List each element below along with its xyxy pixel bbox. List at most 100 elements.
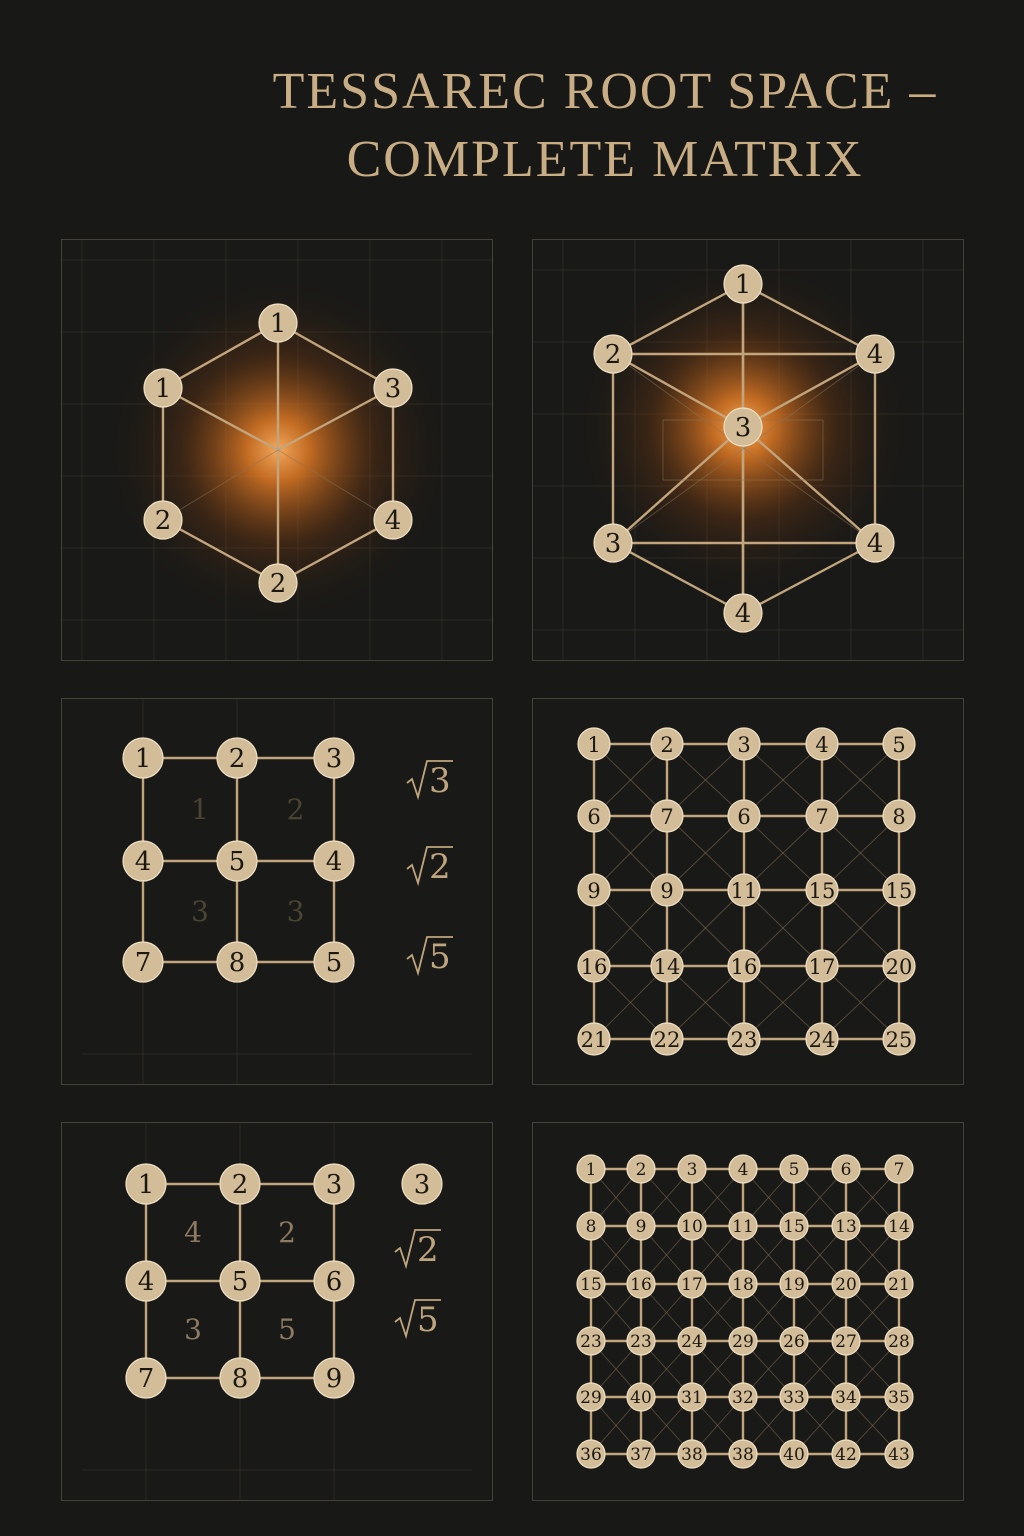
node-label: 19 (783, 1275, 805, 1295)
hexagon-node: 1 (258, 303, 298, 343)
node-label: 14 (654, 955, 681, 979)
grid-node: 8 (216, 941, 258, 983)
node-label: 13 (835, 1217, 857, 1237)
grid-node: 13 (831, 1211, 861, 1241)
radicand: 2 (429, 847, 451, 887)
spoke-edge (612, 426, 744, 544)
node-label: 10 (681, 1217, 703, 1237)
grid-node: 23 (727, 1022, 761, 1056)
grid-node: 6 (313, 1260, 355, 1302)
node-circle (626, 1439, 656, 1469)
radicand: 3 (429, 761, 451, 801)
node-label: 7 (660, 805, 673, 829)
node-label: 17 (681, 1275, 703, 1295)
node-label: 16 (630, 1275, 652, 1295)
node-circle (577, 873, 611, 907)
node-circle (677, 1439, 707, 1469)
node-label: 4 (735, 599, 752, 629)
node-label: 24 (809, 1028, 836, 1052)
node-label: 4 (135, 847, 152, 877)
node-label: 40 (783, 1445, 805, 1465)
diagonal-line (666, 965, 745, 1040)
diagonal-line (821, 889, 900, 967)
cell-label: 3 (287, 895, 305, 928)
node-circle (779, 1382, 809, 1412)
hexagon-node: 4 (855, 334, 895, 374)
grid-node: 15 (576, 1269, 606, 1299)
node-circle (313, 941, 355, 983)
node-circle (831, 1211, 861, 1241)
node-circle (216, 737, 258, 779)
node-label: 29 (580, 1388, 602, 1408)
node-label: 8 (892, 805, 905, 829)
node-label: 15 (580, 1275, 602, 1295)
node-circle (779, 1269, 809, 1299)
grid-node: 23 (576, 1326, 606, 1356)
node-label: 3 (385, 374, 402, 404)
node-label: 42 (835, 1445, 857, 1465)
diagonal-line (593, 815, 668, 891)
grid-node: 26 (779, 1326, 809, 1356)
node-circle (805, 727, 839, 761)
node-circle (313, 1163, 355, 1205)
node-circle (884, 1382, 914, 1412)
node-label: 25 (886, 1028, 913, 1052)
grid-node: 3 (677, 1154, 707, 1184)
hexagon-node: 1 (143, 368, 183, 408)
node-label: 2 (155, 506, 172, 536)
grid-node: 21 (884, 1269, 914, 1299)
node-circle (855, 523, 895, 563)
diagonal-line (743, 743, 823, 817)
faint-line (612, 353, 876, 544)
grid-node: 18 (728, 1269, 758, 1299)
node-label: 3 (605, 529, 622, 559)
node-circle (125, 1260, 167, 1302)
node-circle (373, 500, 413, 540)
node-label: 20 (886, 955, 913, 979)
grid-node: 24 (805, 1022, 839, 1056)
diagonal-line (666, 889, 745, 967)
node-circle (626, 1326, 656, 1356)
node-circle (576, 1269, 606, 1299)
grid-node: 43 (884, 1439, 914, 1469)
node-label: 6 (587, 805, 600, 829)
node-circle (258, 303, 298, 343)
grid-node: 1 (122, 737, 164, 779)
grid-node: 9 (650, 873, 684, 907)
node-circle (882, 727, 916, 761)
node-label: 7 (138, 1364, 155, 1394)
diagonal-line (666, 743, 745, 817)
hexagon-node: 3 (373, 368, 413, 408)
node-circle (727, 799, 761, 833)
grid-node: 5 (216, 840, 258, 882)
grid-node: 20 (882, 949, 916, 983)
node-circle (313, 1357, 355, 1399)
node-circle (779, 1439, 809, 1469)
node-label: 2 (660, 733, 673, 757)
hexagon-node: 3 (593, 523, 633, 563)
node-label: 38 (681, 1445, 703, 1465)
diagonal-line (821, 965, 900, 1040)
node-label: 11 (732, 1217, 754, 1237)
grid-node: 5 (779, 1154, 809, 1184)
node-circle (626, 1382, 656, 1412)
grid-node: 9 (577, 873, 611, 907)
node-circle (728, 1269, 758, 1299)
center-node: 3 (723, 407, 763, 447)
diagonal-line (743, 815, 823, 891)
faint-line (277, 449, 394, 521)
grid-node: 42 (831, 1439, 861, 1469)
node-circle (626, 1211, 656, 1241)
side-sqrt-label: 2 (394, 1229, 441, 1270)
node-circle (313, 737, 355, 779)
node-label: 2 (636, 1160, 647, 1180)
hexagon-edges (611, 282, 877, 615)
node-circle (576, 1154, 606, 1184)
node-circle (728, 1154, 758, 1184)
node-label: 1 (138, 1170, 155, 1200)
diagonal-line (666, 815, 745, 891)
faint-line (162, 449, 279, 521)
